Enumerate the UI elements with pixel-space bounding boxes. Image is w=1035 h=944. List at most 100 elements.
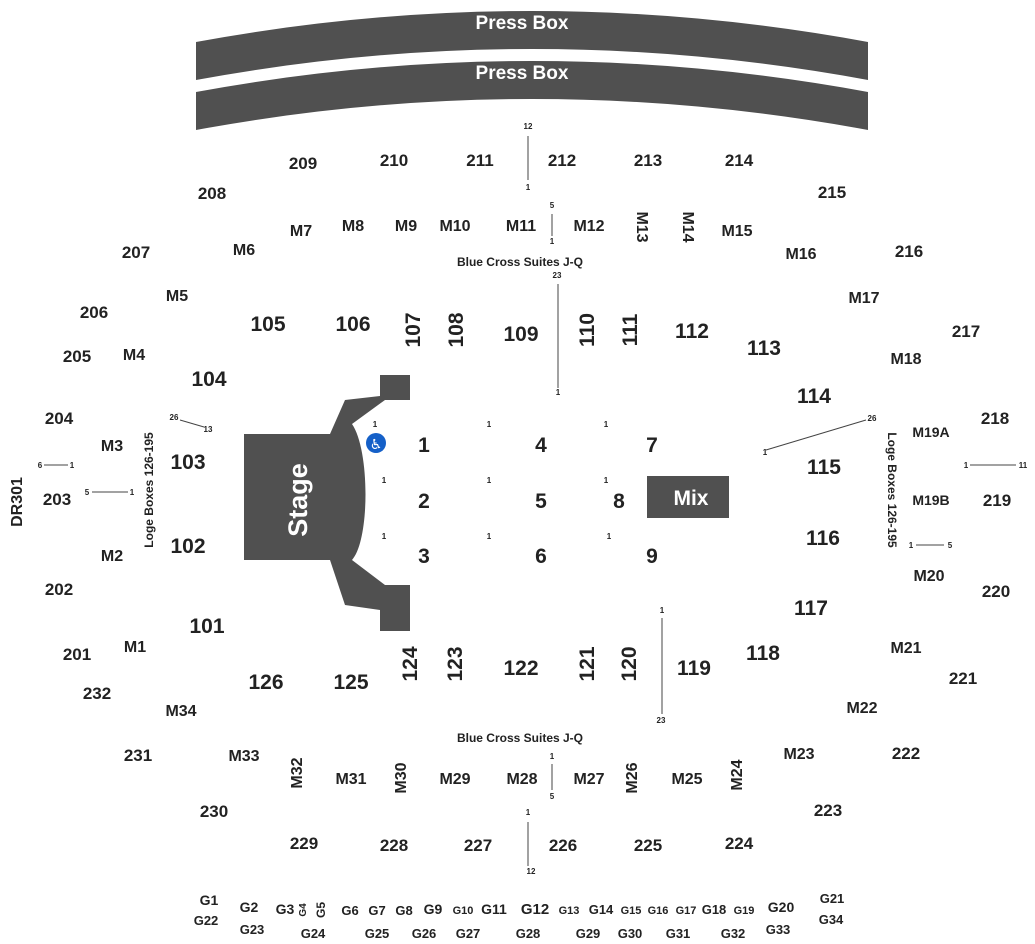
section-209[interactable]: 209 — [289, 154, 317, 173]
section-g30[interactable]: G30 — [618, 926, 643, 941]
section-215[interactable]: 215 — [818, 183, 846, 202]
section-m30[interactable]: M30 — [393, 762, 410, 793]
section-g6[interactable]: G6 — [341, 903, 358, 918]
section-g7[interactable]: G7 — [368, 903, 385, 918]
section-g23[interactable]: G23 — [240, 922, 265, 937]
section-m33[interactable]: M33 — [228, 748, 259, 765]
section-g34[interactable]: G34 — [819, 912, 844, 927]
section-210[interactable]: 210 — [380, 151, 408, 170]
section-m34[interactable]: M34 — [165, 703, 196, 720]
section-208[interactable]: 208 — [198, 184, 226, 203]
section-floor-9[interactable]: 9 — [646, 545, 658, 568]
mix-position[interactable] — [647, 476, 729, 518]
section-floor-1[interactable]: 1 — [418, 434, 430, 457]
section-g5[interactable]: G5 — [314, 902, 328, 918]
section-m20[interactable]: M20 — [913, 568, 944, 585]
section-m19b[interactable]: M19B — [912, 492, 949, 508]
section-217[interactable]: 217 — [952, 322, 980, 341]
section-113[interactable]: 113 — [747, 337, 781, 360]
section-m10[interactable]: M10 — [439, 218, 470, 235]
section-115[interactable]: 115 — [807, 456, 841, 479]
section-105[interactable]: 105 — [250, 313, 285, 336]
section-107[interactable]: 107 — [402, 312, 425, 347]
section-m27[interactable]: M27 — [573, 771, 604, 788]
section-227[interactable]: 227 — [464, 836, 492, 855]
section-g4[interactable]: G4 — [298, 903, 309, 917]
section-m2[interactable]: M2 — [101, 548, 123, 565]
section-225[interactable]: 225 — [634, 836, 662, 855]
section-m13[interactable]: M13 — [633, 211, 650, 242]
section-g33[interactable]: G33 — [766, 922, 791, 937]
section-m22[interactable]: M22 — [846, 700, 877, 717]
section-221[interactable]: 221 — [949, 669, 977, 688]
section-230[interactable]: 230 — [200, 802, 228, 821]
section-m1[interactable]: M1 — [124, 639, 146, 656]
section-m15[interactable]: M15 — [721, 223, 752, 240]
section-m12[interactable]: M12 — [573, 218, 604, 235]
section-m19a[interactable]: M19A — [912, 424, 949, 440]
section-126[interactable]: 126 — [248, 671, 283, 694]
section-207[interactable]: 207 — [122, 243, 150, 262]
section-m4[interactable]: M4 — [123, 347, 145, 364]
section-g24[interactable]: G24 — [301, 926, 326, 941]
section-121[interactable]: 121 — [576, 646, 599, 681]
section-108[interactable]: 108 — [445, 312, 468, 347]
section-g13[interactable]: G13 — [559, 905, 580, 917]
section-204[interactable]: 204 — [45, 409, 74, 428]
section-109[interactable]: 109 — [503, 323, 538, 346]
section-g15[interactable]: G15 — [621, 905, 642, 917]
section-g9[interactable]: G9 — [424, 901, 443, 917]
section-g19[interactable]: G19 — [734, 905, 755, 917]
section-118[interactable]: 118 — [746, 642, 780, 665]
section-m17[interactable]: M17 — [848, 290, 879, 307]
section-m8[interactable]: M8 — [342, 218, 364, 235]
section-g31[interactable]: G31 — [666, 926, 691, 941]
section-114[interactable]: 114 — [797, 385, 831, 408]
section-123[interactable]: 123 — [444, 646, 467, 681]
section-m21[interactable]: M21 — [890, 640, 921, 657]
section-m9[interactable]: M9 — [395, 218, 417, 235]
section-floor-5[interactable]: 5 — [535, 490, 547, 513]
section-g21[interactable]: G21 — [820, 891, 845, 906]
section-floor-4[interactable]: 4 — [535, 434, 547, 457]
section-116[interactable]: 116 — [806, 527, 840, 550]
section-223[interactable]: 223 — [814, 801, 842, 820]
section-m11[interactable]: M11 — [506, 218, 536, 235]
section-124[interactable]: 124 — [399, 646, 422, 681]
section-m3[interactable]: M3 — [101, 438, 123, 455]
section-g3[interactable]: G3 — [276, 901, 295, 917]
section-226[interactable]: 226 — [549, 836, 577, 855]
section-g25[interactable]: G25 — [365, 926, 390, 941]
section-202[interactable]: 202 — [45, 580, 73, 599]
section-g14[interactable]: G14 — [589, 902, 614, 917]
section-m25[interactable]: M25 — [671, 771, 702, 788]
stage[interactable] — [244, 375, 410, 631]
press-box-lower[interactable] — [196, 61, 868, 130]
section-g11[interactable]: G11 — [481, 901, 507, 917]
section-m23[interactable]: M23 — [783, 746, 814, 763]
section-213[interactable]: 213 — [634, 151, 662, 170]
section-112[interactable]: 112 — [675, 320, 709, 343]
section-floor-7[interactable]: 7 — [646, 434, 658, 457]
section-g26[interactable]: G26 — [412, 926, 437, 941]
section-m14[interactable]: M14 — [679, 211, 696, 242]
section-212[interactable]: 212 — [548, 151, 576, 170]
section-m31[interactable]: M31 — [335, 771, 366, 788]
section-101[interactable]: 101 — [189, 615, 224, 638]
section-203[interactable]: 203 — [43, 490, 71, 509]
section-g2[interactable]: G2 — [240, 899, 259, 915]
section-214[interactable]: 214 — [725, 151, 754, 170]
section-224[interactable]: 224 — [725, 834, 754, 853]
section-g8[interactable]: G8 — [395, 903, 412, 918]
section-g27[interactable]: G27 — [456, 926, 481, 941]
section-229[interactable]: 229 — [290, 834, 318, 853]
section-g18[interactable]: G18 — [702, 902, 727, 917]
section-g22[interactable]: G22 — [194, 913, 219, 928]
section-120[interactable]: 120 — [618, 646, 641, 681]
section-102[interactable]: 102 — [170, 535, 205, 558]
section-m18[interactable]: M18 — [890, 351, 921, 368]
section-231[interactable]: 231 — [124, 746, 152, 765]
section-122[interactable]: 122 — [503, 657, 538, 680]
section-g16[interactable]: G16 — [648, 905, 669, 917]
section-119[interactable]: 119 — [677, 657, 711, 680]
